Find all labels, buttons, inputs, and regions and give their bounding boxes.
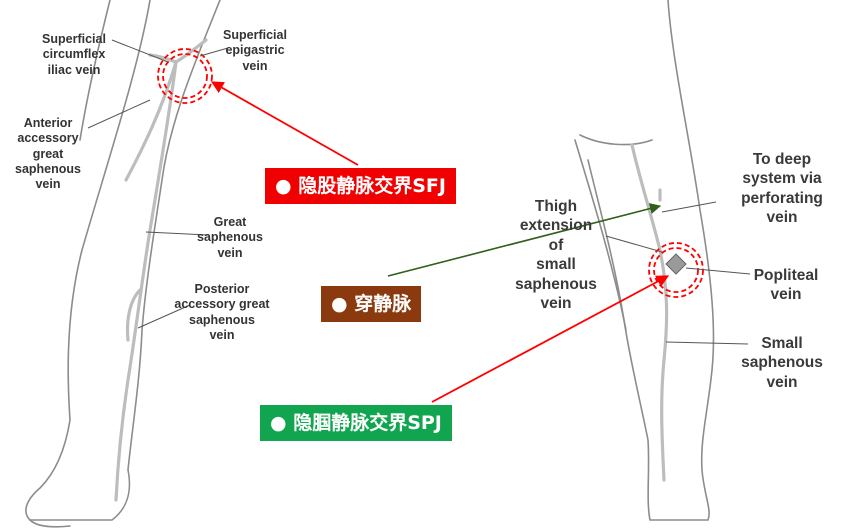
label-great-saphenous-vein: Great saphenous vein bbox=[197, 215, 263, 260]
perforating-vein-callout-badge: ● 穿静脉 bbox=[321, 286, 422, 322]
right-leg-veins bbox=[630, 143, 669, 482]
left-leg-veins bbox=[114, 38, 208, 502]
right-leg-outline bbox=[574, 0, 715, 521]
label-small-saphenous-vein: Small saphenous vein bbox=[741, 335, 823, 391]
label-popliteal-vein: Popliteal vein bbox=[753, 267, 819, 304]
sfj-arrow bbox=[210, 81, 359, 166]
label-to-deep-system-perforating-vein: To deep system via perforating vein bbox=[741, 151, 823, 227]
sfj-highlight-ring bbox=[157, 48, 213, 104]
perforating-arrow bbox=[387, 203, 662, 277]
spj-arrow bbox=[431, 275, 670, 403]
label-leader-lines bbox=[87, 39, 751, 345]
label-superficial-epigastric-vein: Superficial epigastric vein bbox=[223, 28, 287, 73]
label-posterior-accessory-great-saphenous-vein: Posterior accessory great saphenous vein bbox=[174, 282, 270, 342]
label-thigh-extension-small-saphenous-vein: Thigh extension of small saphenous vein bbox=[515, 198, 597, 312]
popliteal-junction-mark bbox=[665, 253, 687, 275]
sfj-callout-badge: ● 隐股静脉交界SFJ bbox=[265, 168, 456, 204]
spj-callout-badge: ● 隐腘静脉交界SPJ bbox=[260, 405, 452, 441]
label-superficial-circumflex-iliac-vein: Superficial circumflex iliac vein bbox=[42, 32, 106, 77]
left-leg-outline bbox=[25, 0, 221, 528]
label-anterior-accessory-great-saphenous-vein: Anterior accessory great saphenous vein bbox=[15, 116, 81, 191]
